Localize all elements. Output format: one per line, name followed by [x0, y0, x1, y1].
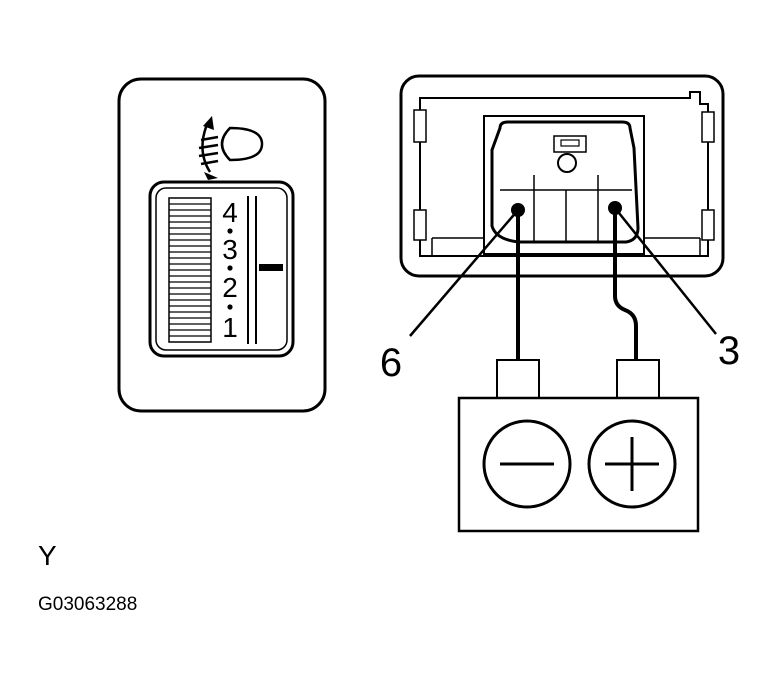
- leveling-switch: 4 3 2 1: [117, 77, 327, 413]
- leader-line-6: [409, 209, 519, 337]
- position-scale: 4 3 2 1: [222, 197, 238, 343]
- connector-key: [557, 153, 577, 173]
- thumbwheel[interactable]: [168, 197, 212, 343]
- scale-number-4: 4: [222, 197, 238, 228]
- scale-dot: [227, 228, 233, 234]
- battery: [457, 359, 700, 533]
- scale-dot: [227, 265, 233, 271]
- scale-number-2: 2: [222, 272, 238, 303]
- figure-code: G03063288: [38, 594, 138, 615]
- wire-positive: [613, 208, 638, 360]
- switch-connector: [399, 74, 725, 278]
- leader-line-3: [614, 207, 717, 335]
- indicator-mark: [259, 264, 283, 271]
- terminal-label-6: 6: [380, 341, 402, 385]
- terminal-label-3: 3: [718, 329, 740, 373]
- negative-post: [496, 359, 540, 399]
- positive-post: [616, 359, 660, 399]
- view-letter: Y: [38, 540, 57, 571]
- connector-face: [490, 120, 640, 244]
- scale-number-1: 1: [222, 312, 238, 343]
- scale-dot: [227, 304, 233, 310]
- headlight-leveling-icon: [198, 116, 264, 180]
- scale-number-3: 3: [222, 234, 238, 265]
